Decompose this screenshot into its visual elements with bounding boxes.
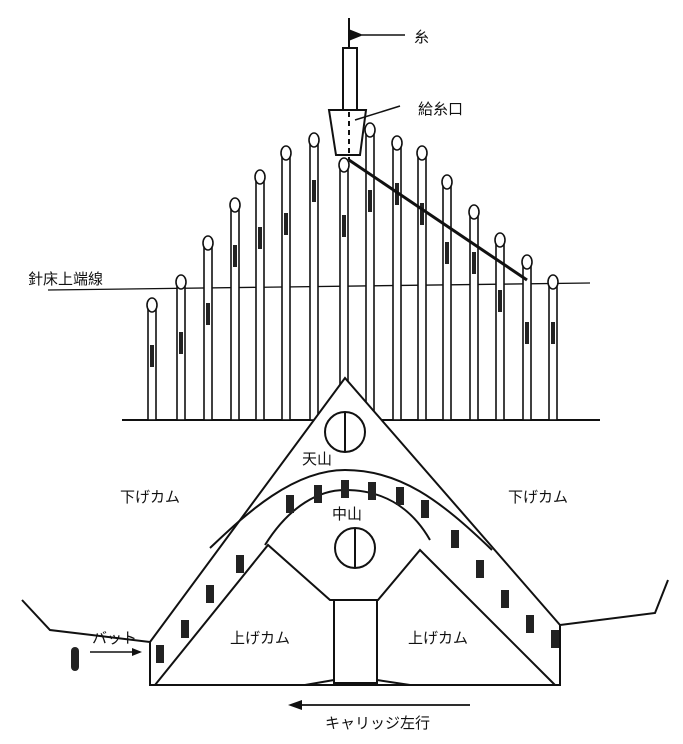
label-yarn-feeder: 給糸口 — [418, 100, 464, 118]
needle-latch — [368, 190, 372, 212]
needle-butt — [396, 487, 404, 505]
top-cam-pivot — [324, 411, 366, 453]
needle-latch — [525, 322, 529, 344]
butt-icon — [71, 647, 79, 671]
needle-hook — [521, 254, 533, 270]
needle-butt — [501, 590, 509, 608]
label-lowering-cam-right: 下げカム — [508, 488, 569, 506]
needle-butt — [236, 555, 244, 573]
needle-hook — [229, 197, 241, 213]
label-center-cam: 中山 — [332, 505, 363, 523]
needle-latch — [233, 245, 237, 267]
needle-latch — [551, 322, 555, 344]
needle-hook — [308, 132, 320, 148]
needle-latch — [284, 213, 288, 235]
needle-latch — [445, 242, 449, 264]
needle-hook — [441, 174, 453, 190]
needle-butt — [421, 500, 429, 518]
needle-butt — [156, 645, 164, 663]
needle-butt — [526, 615, 534, 633]
needle-butts — [156, 480, 559, 663]
needle-latch — [312, 180, 316, 202]
label-yarn: 糸 — [414, 28, 430, 46]
needle-hook — [364, 122, 376, 138]
needle — [442, 181, 452, 421]
needle-bed-top-line — [47, 282, 591, 291]
needle-latch — [179, 332, 183, 354]
needle-butt — [181, 620, 189, 638]
feeder-pointer — [354, 105, 401, 121]
needle-hook — [416, 145, 428, 161]
needle — [281, 152, 291, 421]
label-raising-cam-left: 上げカム — [230, 629, 291, 647]
needle-latch — [420, 203, 424, 225]
needle-latch — [472, 252, 476, 274]
label-raising-cam-right: 上げカム — [408, 629, 469, 647]
needle-latch — [150, 345, 154, 367]
needle — [495, 239, 505, 421]
needle — [230, 204, 240, 421]
needle-hook — [202, 235, 214, 251]
needle-hook — [175, 274, 187, 290]
needle-butt — [206, 585, 214, 603]
needles — [146, 122, 559, 421]
needle-hook — [254, 169, 266, 185]
needle-butt — [476, 560, 484, 578]
needle-latch — [206, 303, 210, 325]
label-butt: バット — [92, 629, 138, 647]
needle-hook — [468, 204, 480, 220]
needle-latch — [498, 290, 502, 312]
needle-butt — [286, 495, 294, 513]
needle-hook — [391, 135, 403, 151]
needle-butt — [368, 482, 376, 500]
label-needle-bed-top-line: 針床上端線 — [28, 270, 104, 288]
needle-butt — [551, 630, 559, 648]
needle-hook — [280, 145, 292, 161]
needle — [548, 281, 558, 421]
needle-latch — [258, 227, 262, 249]
needle-butt — [314, 485, 322, 503]
needle — [417, 152, 427, 421]
needle-butt — [451, 530, 459, 548]
needle — [203, 242, 213, 421]
needle — [255, 176, 265, 421]
label-carriage-direction: キャリッジ左行 — [325, 714, 431, 732]
needle-hook — [494, 232, 506, 248]
needle-hook — [338, 157, 350, 173]
yarn-feeder-drawing — [327, 18, 528, 282]
label-lowering-cam-left: 下げカム — [120, 488, 181, 506]
needle-butt — [341, 480, 349, 498]
center-cam-pivot — [334, 527, 376, 569]
needle-latch — [342, 215, 346, 237]
needle-hook — [547, 274, 559, 290]
label-top-cam: 天山 — [302, 450, 333, 468]
cam-outline — [21, 376, 669, 686]
needle-hook — [146, 297, 158, 313]
